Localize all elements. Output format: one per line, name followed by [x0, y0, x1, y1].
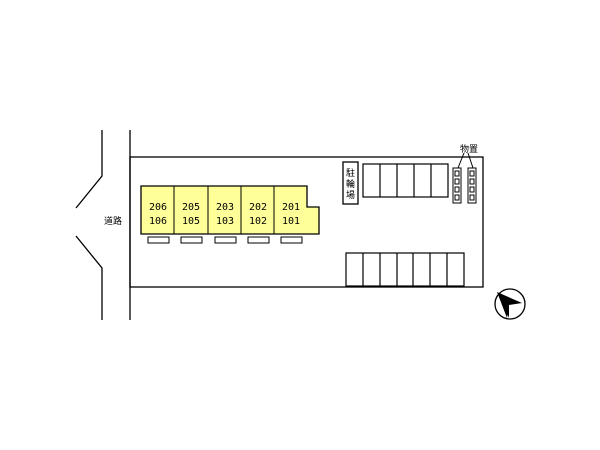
storage-column: [452, 167, 462, 204]
bicycle-parking-box: [342, 161, 359, 205]
unit-203-label: 203: [216, 202, 234, 213]
unit-101-label: 101: [282, 216, 300, 227]
storage-box: [454, 186, 460, 193]
road-left-edge: [75, 130, 103, 320]
unit-106-label: 106: [149, 216, 167, 227]
unit-dividers: [173, 186, 275, 234]
unit-205-label: 205: [182, 202, 200, 213]
unit-102-label: 102: [249, 216, 267, 227]
parking-top-row: [362, 163, 449, 198]
site-boundary: [129, 156, 484, 288]
storage-box: [454, 170, 460, 177]
parking-bottom-row: [345, 252, 465, 287]
storage-leader: [457, 152, 465, 169]
storage-label-char: 置: [469, 144, 478, 155]
unit-step: [247, 236, 270, 244]
storage-area: 物 置: [452, 143, 478, 204]
unit-105-label: 105: [182, 216, 200, 227]
storage-column-outline: [452, 167, 462, 204]
road: 道路: [75, 130, 131, 320]
parking-row-outline: [345, 252, 465, 287]
bicycle-parking-char: 輪: [346, 178, 355, 190]
storage-box: [469, 186, 475, 193]
bicycle-parking: 駐 輪 場: [342, 161, 359, 205]
bicycle-parking-char: 駐: [346, 167, 355, 179]
road-label: 道路: [104, 215, 122, 227]
unit-206-label: 206: [149, 202, 167, 213]
storage-box: [454, 178, 460, 185]
compass-needle-head: [497, 292, 522, 318]
unit-201-label: 201: [282, 202, 300, 213]
unit-202-label: 202: [249, 202, 267, 213]
unit-step: [280, 236, 303, 244]
unit-step: [214, 236, 237, 244]
storage-leader: [467, 152, 474, 169]
unit-103-label: 103: [216, 216, 234, 227]
unit-step: [180, 236, 203, 244]
apartment-building: 206 106 205 105 203 103 202 102 201 101: [140, 185, 320, 244]
storage-column-outline: [467, 167, 477, 204]
storage-box: [469, 170, 475, 177]
storage-box: [469, 178, 475, 185]
parking-row-outline: [362, 163, 449, 198]
unit-step: [147, 236, 170, 244]
storage-box: [469, 194, 475, 201]
north-arrow-icon: [494, 288, 526, 320]
unit-steps: [147, 236, 303, 244]
bicycle-parking-char: 場: [346, 189, 355, 201]
storage-box: [454, 194, 460, 201]
storage-column: [467, 167, 477, 204]
storage-label-char: 物: [460, 143, 469, 155]
